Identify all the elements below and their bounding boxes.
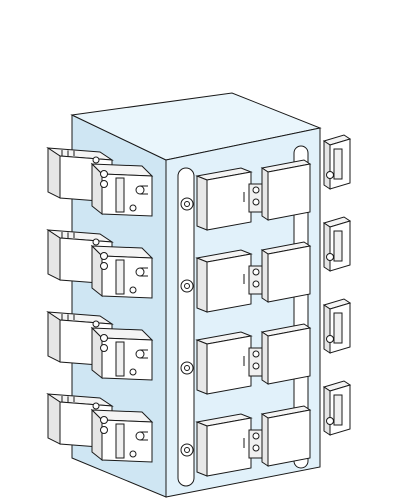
left-face-clamp-group	[46, 147, 154, 463]
front-screw	[100, 262, 108, 270]
right-rail-slot	[293, 145, 309, 469]
rear-screw	[92, 320, 100, 328]
front-screw	[100, 252, 108, 260]
front-face-clamp-group	[180, 159, 312, 477]
left-cube-side	[196, 421, 208, 477]
rail-bolt-center	[184, 365, 190, 371]
right-edge-clamp	[322, 216, 352, 272]
front-block-front	[101, 173, 153, 217]
rear-screw	[92, 156, 100, 164]
edge-clamp-screw	[326, 417, 334, 425]
front-screw	[100, 416, 108, 424]
right-cube-front	[267, 409, 311, 467]
jaw-plate	[115, 341, 125, 377]
edge-clamp-screw	[326, 171, 334, 179]
rear-block-side	[47, 147, 61, 199]
threaded-stud	[135, 431, 145, 441]
rail-bolt-center	[184, 201, 190, 207]
left-cube-front	[206, 171, 252, 231]
edge-clamp-side	[323, 386, 331, 436]
front-screw	[100, 180, 108, 188]
front-screw	[100, 170, 108, 178]
rear-block-side	[47, 393, 61, 445]
left-cube-side	[196, 175, 208, 231]
left-cube-front	[206, 417, 252, 477]
jaw-screw	[252, 362, 260, 370]
edge-clamp-jaw	[333, 394, 343, 426]
rear-screw	[92, 238, 100, 246]
base-screw	[129, 286, 137, 294]
rear-block-side	[47, 229, 61, 281]
front-screw	[100, 334, 108, 342]
right-edge-clamp	[322, 298, 352, 354]
edge-clamp-screw	[326, 335, 334, 343]
left-cube-side	[196, 339, 208, 395]
jaw-plate	[115, 177, 125, 213]
edge-clamp-side	[323, 222, 331, 272]
edge-clamp-jaw	[333, 148, 343, 180]
edge-clamp-side	[323, 304, 331, 354]
right-edge-clamp-group	[322, 134, 352, 436]
base-screw	[129, 368, 137, 376]
front-clamp-pair	[180, 241, 312, 313]
right-cube-side	[261, 167, 269, 221]
jaw-plate	[115, 423, 125, 459]
jaw-plate	[115, 259, 125, 295]
front-block-front	[101, 337, 153, 381]
rail-bolt-center	[184, 447, 190, 453]
right-edge-clamp	[322, 380, 352, 436]
front-clamp-pair	[180, 323, 312, 395]
front-clamp-pair	[180, 405, 312, 477]
right-cube-front	[267, 163, 311, 221]
left-clamp-assembly	[46, 229, 154, 299]
front-screw	[100, 344, 108, 352]
jaw-screw	[252, 280, 260, 288]
front-clamp-pair	[180, 159, 312, 231]
edge-clamp-screw	[326, 253, 334, 261]
rear-screw	[92, 402, 100, 410]
left-clamp-assembly	[46, 311, 154, 381]
base-screw	[129, 450, 137, 458]
edge-clamp-jaw	[333, 312, 343, 344]
edge-clamp-jaw	[333, 230, 343, 262]
front-block-front	[101, 255, 153, 299]
right-edge-clamp	[322, 134, 352, 190]
left-clamp-assembly	[46, 147, 154, 217]
jaw-screw	[252, 198, 260, 206]
left-clamp-assembly	[46, 393, 154, 463]
jaw-screw	[252, 432, 260, 440]
rail-bolt-center	[184, 283, 190, 289]
front-screw	[100, 426, 108, 434]
jaw-screw	[252, 350, 260, 358]
threaded-stud	[135, 185, 145, 195]
left-cube-side	[196, 257, 208, 313]
edge-clamp-side	[323, 140, 331, 190]
right-cube-side	[261, 413, 269, 467]
rear-block-side	[47, 311, 61, 363]
left-cube-front	[206, 335, 252, 395]
base-screw	[129, 204, 137, 212]
threaded-stud	[135, 267, 145, 277]
left-rail-slot	[177, 167, 195, 487]
jaw-screw	[252, 186, 260, 194]
right-cube-front	[267, 245, 311, 303]
right-cube-side	[261, 331, 269, 385]
threaded-stud	[135, 349, 145, 359]
jaw-screw	[252, 268, 260, 276]
front-block-front	[101, 419, 153, 463]
right-cube-front	[267, 327, 311, 385]
jaw-screw	[252, 444, 260, 452]
left-cube-front	[206, 253, 252, 313]
right-cube-side	[261, 249, 269, 303]
